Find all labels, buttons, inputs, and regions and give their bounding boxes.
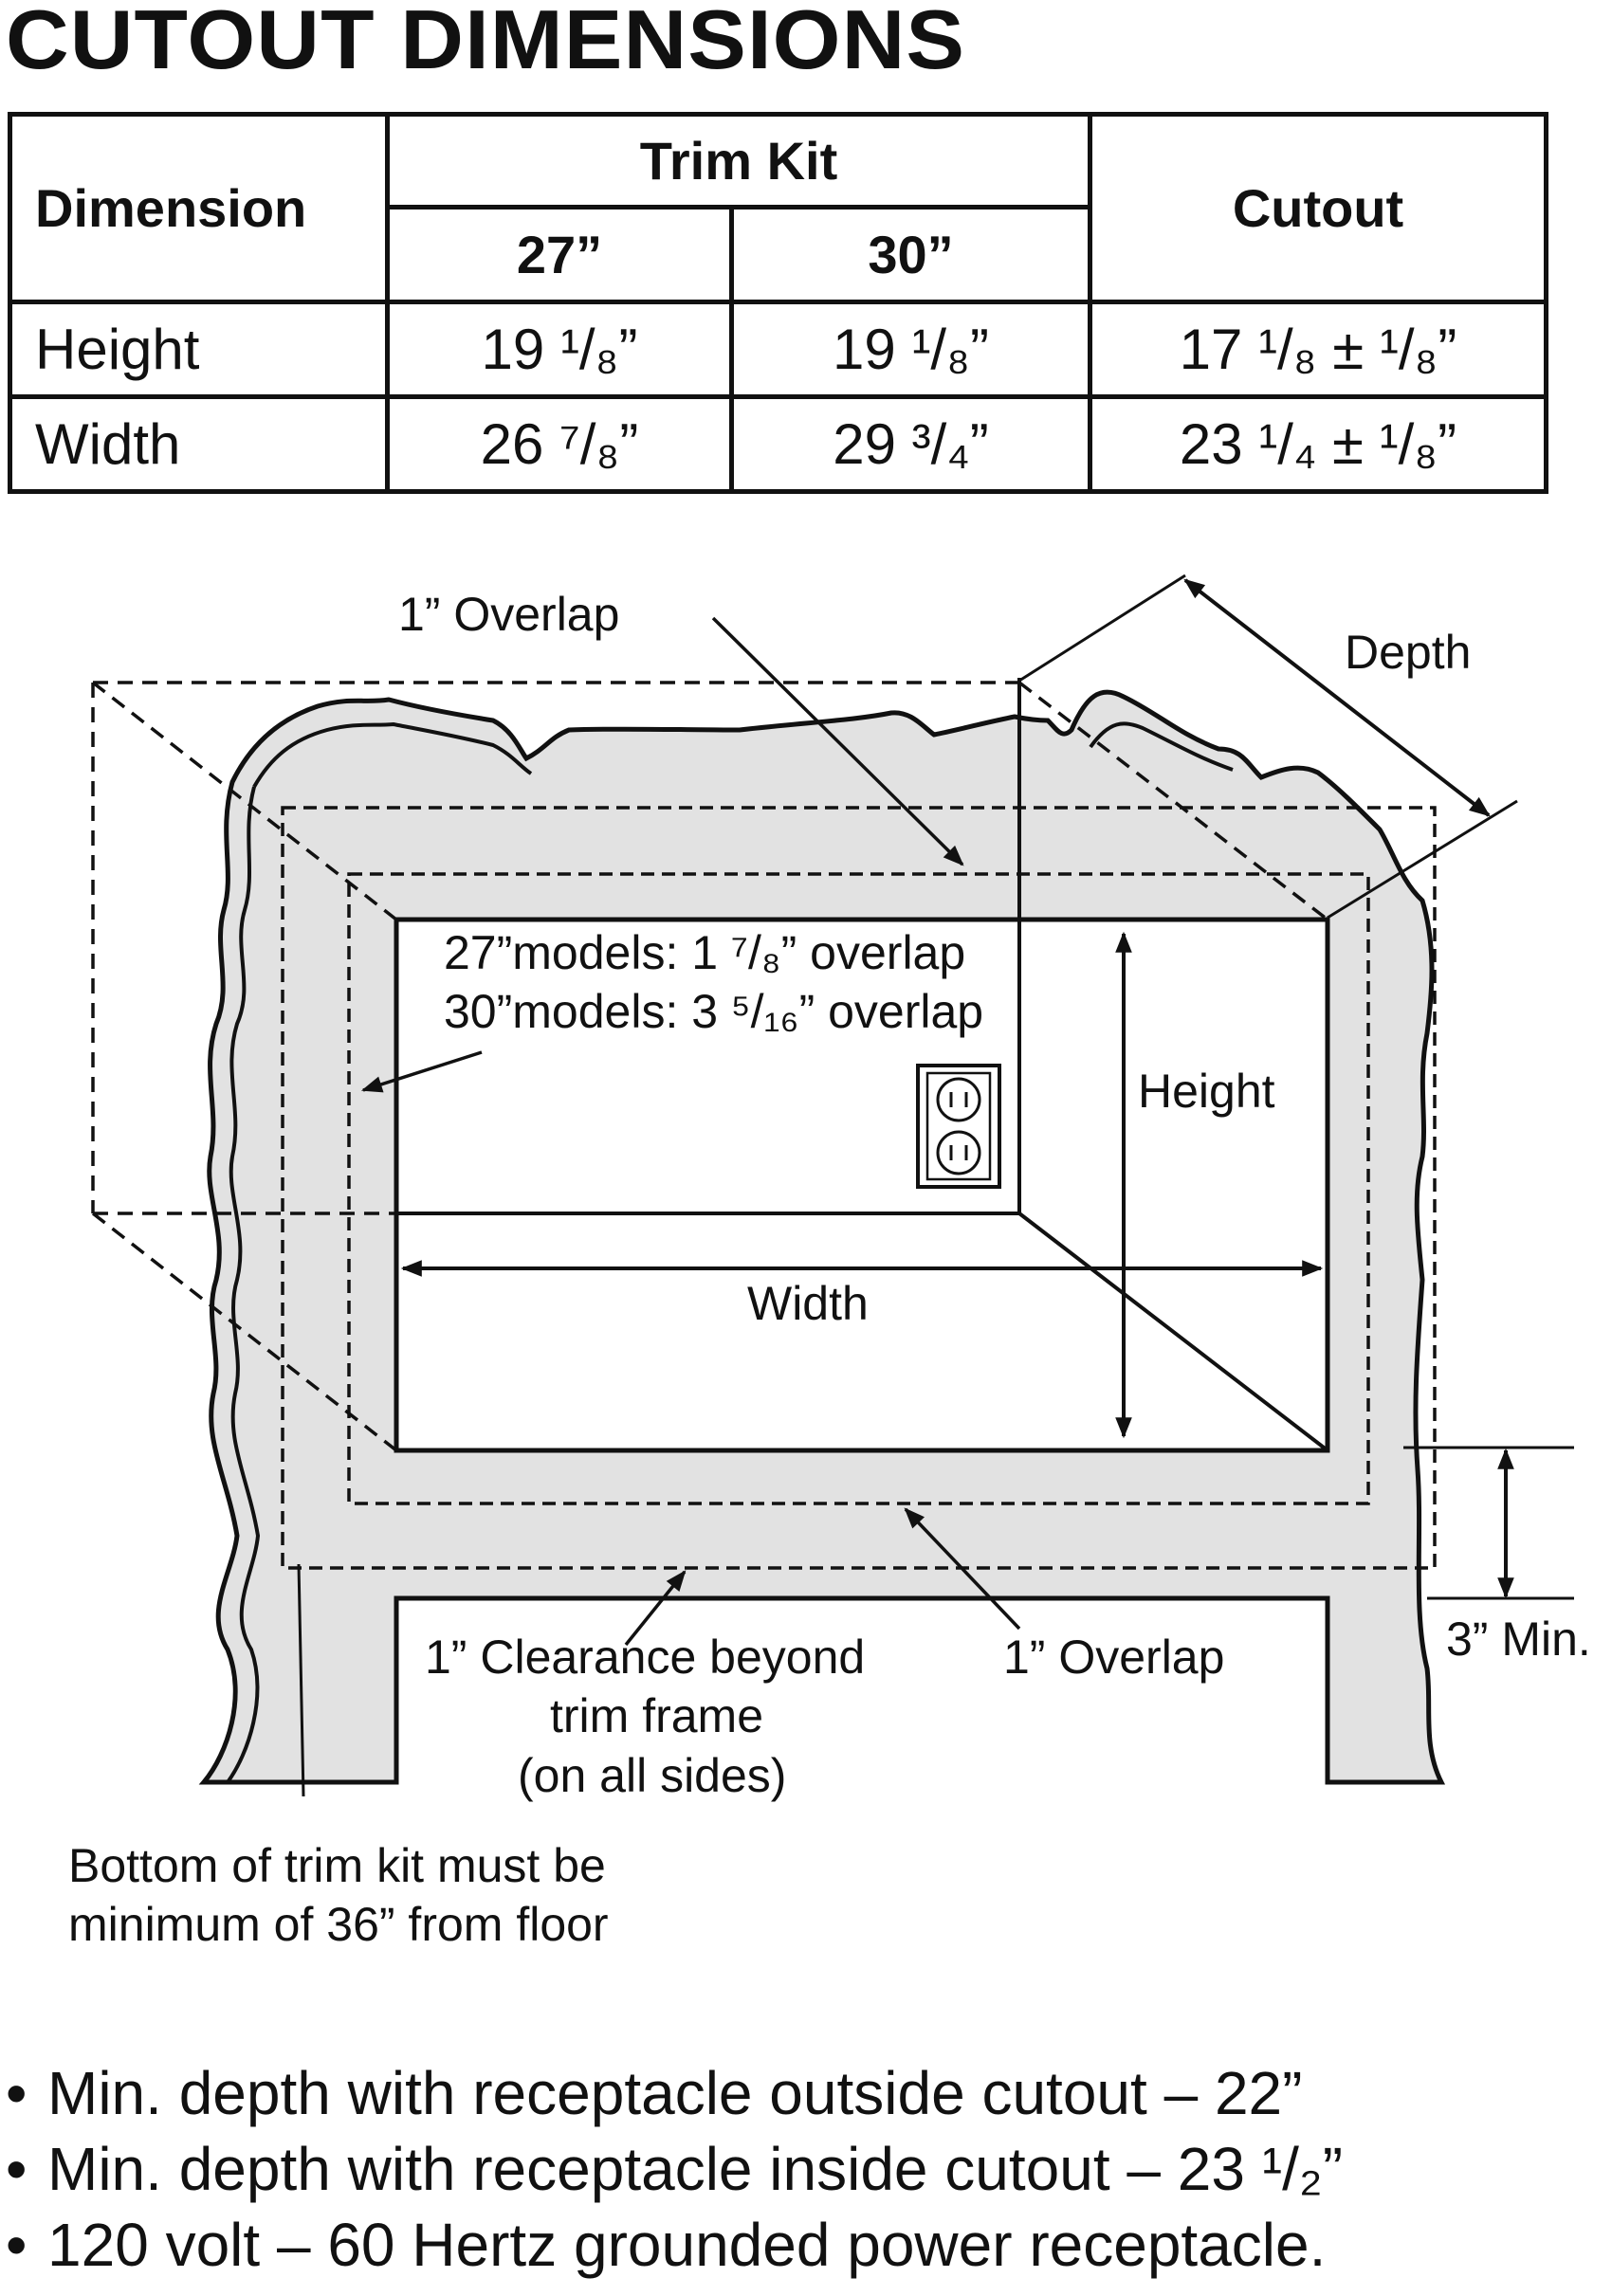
clearance-label-3: (on all sides) [518,1749,786,1802]
models-overlap-leader [360,1050,483,1093]
list-item: Min. depth with receptacle outside cutou… [6,2055,1343,2131]
depth-ext-line-1 [1018,574,1186,683]
page-title: CUTOUT DIMENSIONS [6,0,966,86]
trim-frame [347,872,1370,1505]
cutout-diagram: 1” Overlap Depth 27”models: 1 ⁷/₈” overl… [68,574,1591,1951]
height-label: Height [1138,1065,1275,1118]
depth-label: Depth [1345,626,1471,679]
clearance-label-2: trim frame [550,1689,763,1742]
cavity-perspective-lines [394,678,1329,1452]
width-label: Width [747,1277,869,1330]
overlap-top-leader [711,616,964,866]
requirements-list: Min. depth with receptacle outside cutou… [6,2055,1343,2283]
overlap-top-label: 1” Overlap [398,588,619,641]
depth-arrow [1183,578,1491,817]
cell-cutout: 23 ¹/₄ ± ¹/₈” [1088,394,1548,494]
cell-trim-30: 19 ¹/₈” [729,300,1092,399]
table-subheader-row: 27” 30” [10,205,1547,304]
trim-30-header: 30” [729,205,1092,304]
clearance-label-1: 1” Clearance beyond [425,1631,865,1684]
bottom-note-label-2: minimum of 36” from floor [68,1898,609,1951]
wall-left-edge [226,786,261,1784]
clearance-frame [281,806,1437,1570]
cutout-opening [394,917,1330,1453]
models-27-label: 27”models: 1 ⁷/₈” overlap [444,926,965,979]
cell-trim-30: 29 ³/₄” [729,394,1092,494]
list-item: 120 volt – 60 Hertz grounded power recep… [6,2207,1343,2283]
row-label: Width [8,394,390,494]
trim-kit-header: Trim Kit [385,112,1092,210]
cutout-header: Cutout [1088,112,1548,304]
clearance-leader [624,1570,687,1647]
depth-ext-line-2 [1327,799,1518,920]
list-item: Min. depth with receptacle inside cutout… [6,2131,1343,2207]
overlap-bottom-leader [904,1507,1021,1631]
cell-trim-27: 26 ⁷/₈” [385,394,734,494]
table-header-row: Dimension Trim Kit Cutout [8,112,1548,304]
dimension-header: Dimension [8,112,390,304]
cell-trim-27: 19 ¹/₈” [385,300,734,399]
table-row: Height 19 ¹/₈” 19 ¹/₈” 17 ¹/₈ ± ¹/₈” [8,300,1548,399]
cutout-dimensions-table: Dimension Trim Kit Cutout 27” 30” Height… [8,112,1548,494]
row-label: Height [8,300,390,399]
outlet-icon [916,1064,1001,1189]
dashed-outline [91,681,1329,1452]
min-3-label: 3” Min. [1446,1613,1591,1666]
bottom-note-label-1: Bottom of trim kit must be [68,1839,606,1892]
trim-27-header: 27” [385,205,734,304]
table-row: Width 26 ⁷/₈” 29 ³/₄” 23 ¹/₄ ± ¹/₈” [8,394,1548,494]
cell-cutout: 17 ¹/₈ ± ¹/₈” [1088,300,1548,399]
bottom-note-leader [297,1563,305,1797]
overlap-bottom-label: 1” Overlap [1003,1631,1224,1684]
models-30-label: 30”models: 3 ⁵/₁₆” overlap [444,985,983,1038]
